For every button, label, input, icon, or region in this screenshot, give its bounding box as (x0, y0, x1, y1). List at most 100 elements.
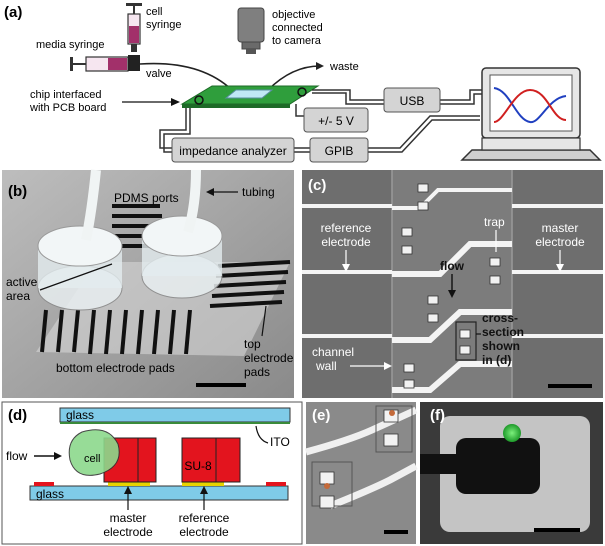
reference-arrow-icon (342, 264, 350, 272)
chip-label-2: with PCB board (29, 102, 106, 114)
master-electrode (108, 482, 150, 486)
cross-section-box (455, 321, 477, 361)
cross-section-label-1: cross- (482, 311, 518, 325)
reference-electrode-label-1: reference (179, 511, 230, 525)
channel-wall-label-1: channel (312, 345, 354, 359)
cross-section-label-3: shown (482, 339, 520, 353)
panel-e: (e) (305, 402, 418, 544)
power-label: +/- 5 V (318, 114, 354, 128)
media-syringe-label: media syringe (36, 39, 104, 51)
cell-syringe-label-2: syringe (146, 19, 181, 31)
scale-bar (534, 528, 580, 532)
trapped-cell (324, 483, 330, 489)
bottom-electrode-pads (40, 309, 192, 355)
power-box (303, 107, 369, 133)
panel-d-tag: (d) (8, 407, 27, 424)
master-label-2: electrode (535, 235, 585, 249)
top-electrode-pads (209, 260, 291, 308)
bottom-glass (29, 485, 289, 501)
tubing-line (139, 62, 233, 91)
electrode-lines (302, 188, 603, 393)
valve-label: valve (146, 68, 172, 80)
waste-label: waste (329, 61, 359, 73)
top-glass (59, 407, 291, 423)
objective-label-1: objective (272, 9, 315, 21)
flow-arrow-icon (448, 290, 456, 298)
waste-arrow-icon (316, 62, 324, 70)
active-area-label-2: area (6, 289, 30, 303)
cell-shape (68, 429, 120, 476)
cross-section-label-2: section (482, 325, 524, 339)
usb-label: USB (400, 94, 425, 108)
flow-label-d: flow (6, 449, 28, 463)
panel-b-tag: (b) (8, 183, 27, 200)
flow-arrow-icon (54, 452, 62, 460)
master-arrow-icon (556, 264, 564, 272)
scale-bar (548, 384, 592, 388)
tubing-arrow-icon (206, 188, 214, 196)
chip (224, 89, 274, 99)
master-arrow-icon (124, 486, 132, 494)
active-area-label-1: active (6, 275, 38, 289)
bottom-pads-label: bottom electrode pads (56, 361, 175, 375)
valve-icon (128, 55, 140, 71)
objective-label-2: connected (272, 22, 323, 34)
panel-a: (a) cell syringe media syringe valve (4, 3, 602, 163)
cell-label: cell (84, 453, 101, 465)
usb-box (383, 87, 441, 113)
top-pads-label-1: top (244, 337, 261, 351)
tubing-label: tubing (242, 185, 275, 199)
flow-label-c: flow (440, 259, 465, 273)
impedance-box (171, 137, 295, 163)
master-label-1: master (542, 221, 579, 235)
reference-label-2: electrode (321, 235, 371, 249)
laptop-icon (460, 67, 602, 161)
master-electrode-label-2: electrode (103, 525, 153, 539)
reference-electrode-label-2: electrode (179, 525, 229, 539)
panel-b: (b) PDMS ports tubing active area top el… (2, 169, 294, 398)
chip-arrow-icon (171, 98, 180, 106)
connector-icon (297, 87, 307, 97)
objective-icon (237, 7, 265, 54)
reference-arrow-icon (200, 486, 208, 494)
reference-label-1: reference (321, 221, 372, 235)
trapped-cell (503, 424, 521, 442)
cross-section-label-4: in (d) (482, 353, 511, 367)
master-electrode-label-1: master (110, 511, 147, 525)
tubing-left (81, 169, 101, 241)
traps (401, 183, 501, 389)
su8-label: SU-8 (184, 459, 212, 473)
panel-a-tag: (a) (4, 4, 22, 21)
panel-f: (f) (420, 402, 603, 544)
objective-label-3: to camera (272, 35, 322, 47)
trap-label: trap (484, 215, 505, 229)
bottom-glass-label: glass (36, 487, 64, 501)
panel-e-tag: (e) (312, 407, 330, 424)
ito-layer (60, 422, 290, 424)
top-glass-label: glass (66, 408, 94, 422)
pdms-port-left (37, 225, 123, 311)
media-syringe-icon (70, 56, 129, 72)
panel-c: (c) reference electrode master electrode… (302, 170, 603, 398)
top-pads-label-2: electrode (244, 351, 294, 365)
reference-electrode (182, 482, 224, 486)
trap-structure (456, 438, 540, 494)
channel-wall-arrow-icon (384, 362, 392, 370)
cell-syringe-icon (126, 3, 142, 52)
scale-bar (384, 530, 408, 534)
channel-wall-label-2: wall (315, 359, 337, 373)
cell-syringe-label-1: cell (146, 6, 163, 18)
panel-c-tag: (c) (308, 177, 326, 194)
chip-label-1: chip interfaced (30, 89, 102, 101)
top-pads-label-3: pads (244, 365, 270, 379)
tubing-right (183, 169, 201, 234)
trapped-cell (389, 410, 395, 416)
pdms-label: PDMS ports (114, 191, 179, 205)
scale-bar (196, 383, 246, 387)
cables (159, 89, 484, 153)
impedance-label: impedance analyzer (179, 144, 286, 158)
gpib-box (309, 137, 369, 163)
pdms-port-right (141, 215, 223, 299)
connector-icon (194, 95, 204, 105)
